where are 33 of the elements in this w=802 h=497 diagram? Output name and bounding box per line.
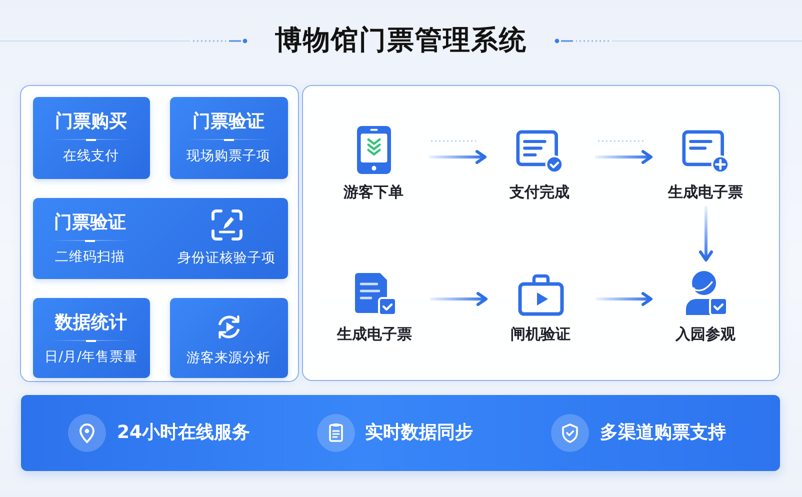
feature-card	[32, 198, 288, 278]
card-title: 门票购买	[55, 110, 127, 134]
card-subtitle: 身份证核验子项	[178, 248, 276, 268]
step-label: 支付完成	[510, 182, 570, 202]
arrow	[429, 150, 486, 164]
feature-card	[32, 298, 150, 378]
panel	[302, 85, 780, 381]
card-subtitle: 二维码扫描	[55, 248, 125, 266]
card-title: 数据统计	[55, 310, 127, 334]
feature-label: 实时数据同步	[365, 421, 473, 445]
title: 博物馆门票管理系统	[275, 24, 527, 58]
step-label: 闸机验证	[510, 324, 570, 344]
step-label: 入园参观	[676, 324, 736, 344]
arrow	[430, 292, 488, 306]
feature-card	[32, 96, 150, 178]
card-subtitle: 日/月/年售票量	[44, 348, 138, 366]
card-subtitle: 在线支付	[63, 146, 119, 166]
card-title: 门票验证	[192, 110, 264, 134]
arrow	[596, 292, 652, 306]
card-title: 门票验证	[54, 210, 126, 234]
feature-bar	[21, 395, 780, 471]
feature-card	[170, 96, 288, 178]
step-label: 游客下单	[344, 182, 404, 202]
card-subtitle: 游客来源分析	[186, 348, 270, 368]
arrow	[595, 150, 652, 164]
feature-label: 多渠道购票支持	[600, 421, 726, 445]
panel	[20, 85, 299, 382]
step-label: 生成电子票	[337, 324, 412, 344]
arrow	[699, 206, 713, 262]
feature-label: 24小时在线服务	[117, 421, 250, 445]
card-subtitle: 现场购票子项	[186, 146, 270, 166]
step-label: 生成电子票	[668, 182, 743, 202]
feature-card	[170, 298, 288, 378]
